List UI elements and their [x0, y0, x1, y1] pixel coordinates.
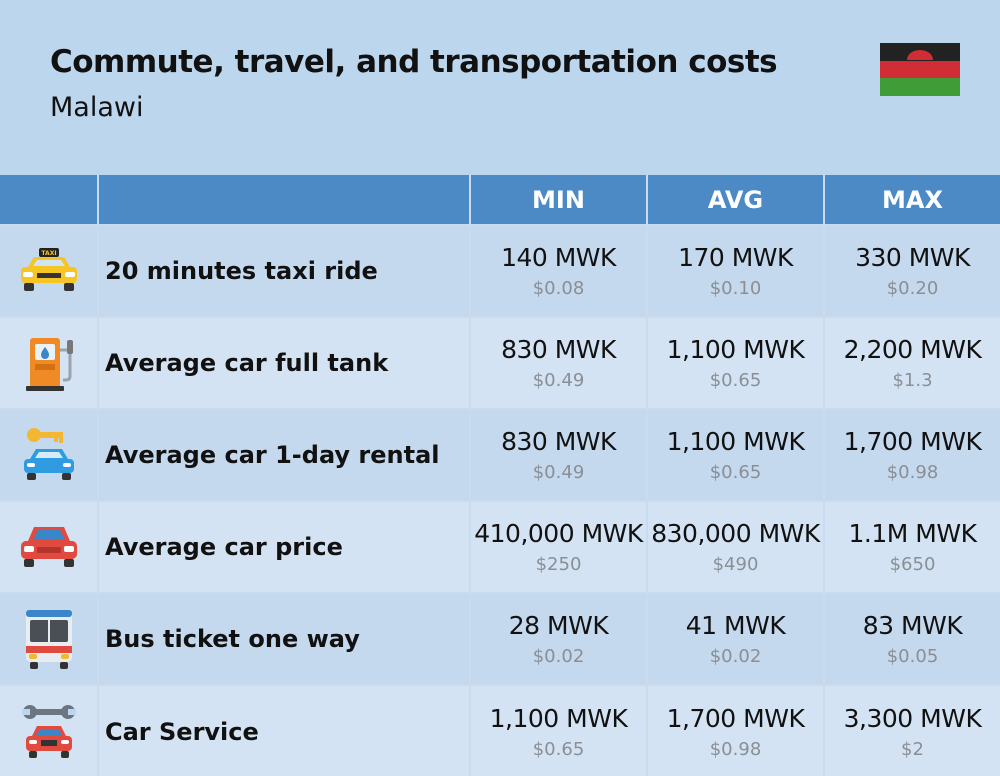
avg-cell: 1,100 MWK $0.65 — [646, 408, 824, 501]
avg-value: 1,100 MWK — [666, 335, 805, 364]
row-label: Bus ticket one way — [97, 592, 470, 685]
max-value: 330 MWK — [855, 243, 970, 272]
table-row: Bus ticket one way 28 MWK $0.02 41 MWK $0.… — [0, 592, 1000, 685]
min-value: 410,000 MWK — [474, 519, 643, 548]
table-row: Average car price 410,000 MWK $250 830,00… — [0, 500, 1000, 593]
avg-usd-value: $0.10 — [709, 278, 762, 299]
max-value: 83 MWK — [862, 611, 963, 640]
max-cell: 3,300 MWK $2 — [823, 684, 1000, 776]
row-label: Car Service — [97, 684, 470, 776]
avg-cell: 1,700 MWK $0.98 — [646, 684, 824, 776]
row-label: Average car 1-day rental — [97, 408, 470, 501]
avg-usd-value: $0.02 — [709, 646, 762, 667]
svg-text:TAXI: TAXI — [41, 250, 56, 257]
max-usd-value: $0.20 — [886, 278, 939, 299]
row-icon-cell: TAXI — [0, 224, 98, 317]
max-usd-value: $1.3 — [892, 370, 933, 391]
row-icon-cell — [0, 408, 98, 501]
avg-cell: 830,000 MWK $490 — [646, 500, 824, 593]
min-column-header: MIN — [469, 175, 647, 225]
fuel-pump-icon — [25, 338, 73, 391]
min-value: 830 MWK — [501, 335, 616, 364]
icon-column-header — [0, 175, 98, 225]
row-icon-cell — [0, 500, 98, 593]
max-cell: 1,700 MWK $0.98 — [823, 408, 1000, 501]
avg-usd-value: $0.65 — [709, 462, 762, 483]
table-row: TAXI 20 minutes taxi ride 140 MWK $0.08 1… — [0, 224, 1000, 317]
table-row: Average car 1-day rental 830 MWK $0.49 1,… — [0, 408, 1000, 501]
row-label: Average car price — [97, 500, 470, 593]
max-value: 2,200 MWK — [843, 335, 982, 364]
min-cell: 830 MWK $0.49 — [469, 316, 647, 409]
table-row: Car Service 1,100 MWK $0.65 1,700 MWK $0.9… — [0, 684, 1000, 776]
max-usd-value: $650 — [889, 554, 936, 575]
cost-table: MIN AVG MAX TAXI 20 — [0, 175, 1000, 776]
taxi-icon: TAXI — [20, 248, 77, 291]
avg-value: 830,000 MWK — [651, 519, 820, 548]
avg-value: 170 MWK — [678, 243, 793, 272]
bus-icon — [25, 610, 72, 669]
min-cell: 830 MWK $0.49 — [469, 408, 647, 501]
avg-usd-value: $0.65 — [709, 370, 762, 391]
min-value: 1,100 MWK — [489, 703, 628, 733]
min-usd-value: $0.65 — [532, 738, 585, 760]
min-cell: 140 MWK $0.08 — [469, 224, 647, 317]
car-key-icon — [23, 428, 74, 480]
max-cell: 83 MWK $0.05 — [823, 592, 1000, 685]
min-usd-value: $0.02 — [532, 646, 585, 667]
min-cell: 1,100 MWK $0.65 — [469, 684, 647, 776]
min-value: 140 MWK — [501, 243, 616, 272]
malawi-flag-icon — [880, 43, 960, 96]
row-label: Average car full tank — [97, 316, 470, 409]
min-value: 830 MWK — [501, 427, 616, 456]
avg-value: 1,100 MWK — [666, 427, 805, 456]
max-cell: 2,200 MWK $1.3 — [823, 316, 1000, 409]
avg-cell: 170 MWK $0.10 — [646, 224, 824, 317]
max-value: 1.1M MWK — [848, 519, 977, 548]
max-value: 1,700 MWK — [843, 427, 982, 456]
avg-value: 41 MWK — [685, 611, 786, 640]
max-value: 3,300 MWK — [843, 703, 982, 733]
max-usd-value: $0.98 — [886, 462, 939, 483]
min-usd-value: $0.49 — [532, 370, 585, 391]
max-usd-value: $2 — [901, 738, 924, 760]
page-title: Commute, travel, and transportation cost… — [50, 44, 778, 80]
country-name: Malawi — [50, 92, 144, 123]
avg-column-header: AVG — [646, 175, 824, 225]
row-icon-cell — [0, 684, 98, 776]
avg-value: 1,700 MWK — [666, 703, 805, 733]
avg-usd-value: $0.98 — [709, 738, 762, 760]
max-cell: 330 MWK $0.20 — [823, 224, 1000, 317]
car-icon — [20, 527, 77, 567]
row-icon-cell — [0, 316, 98, 409]
max-cell: 1.1M MWK $650 — [823, 500, 1000, 593]
table-row: Average car full tank 830 MWK $0.49 1,100… — [0, 316, 1000, 409]
item-column-header — [97, 175, 470, 225]
row-icon-cell — [0, 592, 98, 685]
avg-cell: 1,100 MWK $0.65 — [646, 316, 824, 409]
avg-cell: 41 MWK $0.02 — [646, 592, 824, 685]
min-usd-value: $250 — [535, 554, 582, 575]
row-label: 20 minutes taxi ride — [97, 224, 470, 317]
min-value: 28 MWK — [508, 611, 609, 640]
min-usd-value: $0.49 — [532, 462, 585, 483]
table-header-row: MIN AVG MAX — [0, 175, 1000, 225]
max-usd-value: $0.05 — [886, 646, 939, 667]
avg-usd-value: $490 — [712, 554, 759, 575]
min-cell: 410,000 MWK $250 — [469, 500, 647, 593]
max-column-header: MAX — [823, 175, 1000, 225]
min-usd-value: $0.08 — [532, 278, 585, 299]
wrench-car-icon — [21, 704, 76, 758]
min-cell: 28 MWK $0.02 — [469, 592, 647, 685]
